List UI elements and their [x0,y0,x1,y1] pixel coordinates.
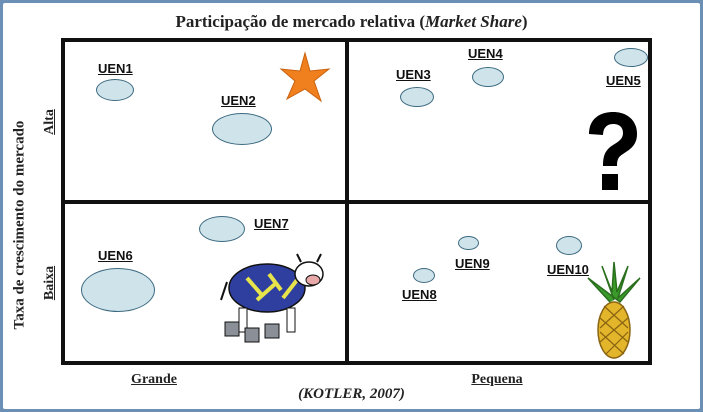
uen5-bubble [614,48,648,67]
uen10-bubble [556,236,582,255]
horizontal-divider [61,200,652,204]
uen9-bubble [458,236,479,250]
uen3-bubble [400,87,434,107]
uen5-label: UEN5 [606,73,641,88]
uen8-label: UEN8 [402,287,437,302]
uen2-bubble [212,113,272,145]
y-axis-low-label: Baixa [42,265,57,301]
citation: (KOTLER, 2007) [298,386,405,402]
question-mark-icon [589,112,637,190]
star-icon [279,51,331,103]
y-axis-label: Taxa de crescimento do mercado [11,120,28,330]
uen3-label: UEN3 [396,67,431,82]
uen9-label: UEN9 [455,256,490,271]
x-axis-right-label: Pequena [471,372,523,387]
pineapple-icon [587,261,641,359]
x-axis-left-label: Grande [131,372,177,387]
uen2-label: UEN2 [221,93,256,108]
uen7-bubble [199,216,245,242]
uen6-bubble [81,268,155,312]
uen10-label: UEN10 [547,262,589,277]
uen1-label: UEN1 [98,61,133,76]
y-axis-high-label: Alta [42,109,57,135]
uen7-label: UEN7 [254,216,289,231]
diagram-title: Participação de mercado relativa (Market… [175,12,528,31]
uen4-bubble [472,67,504,87]
uen6-label: UEN6 [98,248,133,263]
cow-icon [220,253,324,343]
uen8-bubble [413,268,435,283]
slide-frame [3,3,700,409]
uen1-bubble [96,79,134,101]
uen4-label: UEN4 [468,46,503,61]
